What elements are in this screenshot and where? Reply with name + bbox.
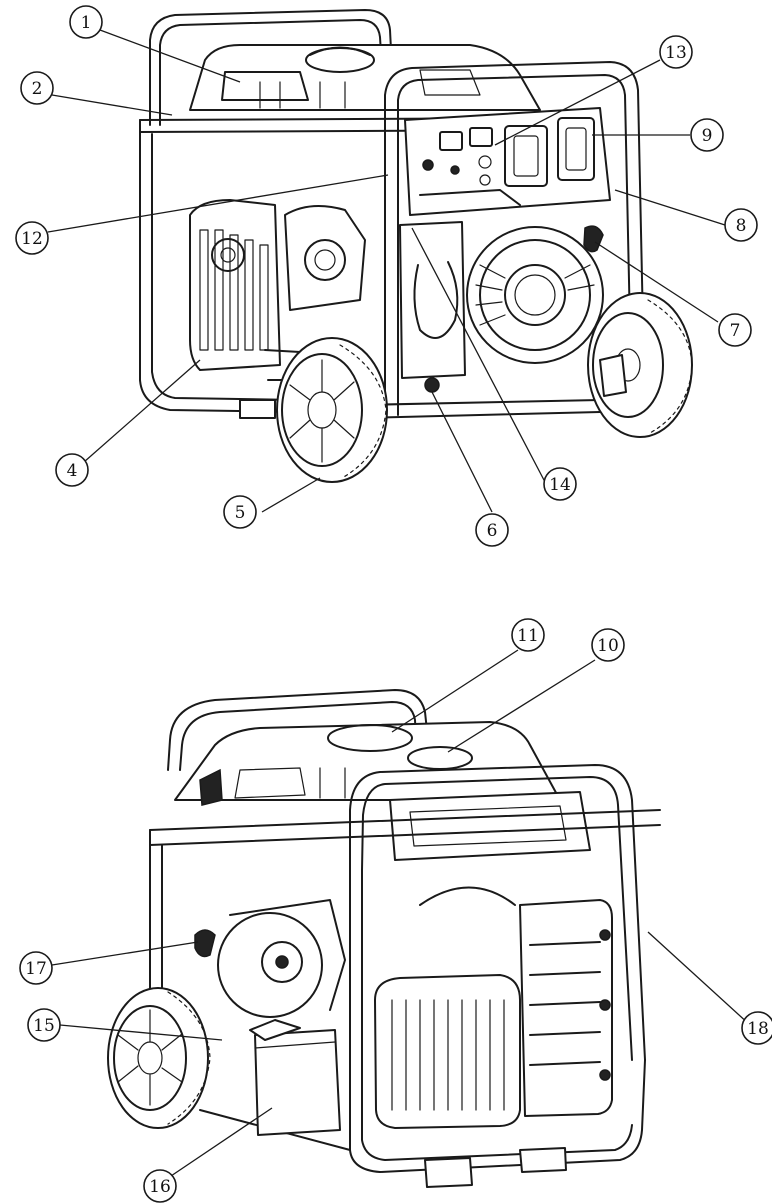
front-wheel-left [276,337,388,483]
front-wheel-right [587,292,693,438]
callout-6: 6 [475,513,509,547]
callout-4-label: 4 [67,461,78,481]
generator-rear-view [107,689,661,1188]
callout-7-label: 7 [730,321,741,341]
callout-12-label: 12 [21,229,43,249]
rear-foot-right [519,1147,567,1173]
handle-frame [384,61,646,421]
leader-lines [47,29,751,1179]
callout-6-label: 6 [487,521,498,541]
callout-7: 7 [718,313,752,347]
rear-foot [424,1157,473,1188]
callout-10: 10 [591,628,625,662]
callout-9-label: 9 [702,126,713,146]
generator-front-view [139,9,693,483]
callout-11-label: 11 [517,626,539,646]
callout-1-label: 1 [81,13,92,33]
callout-13-label: 13 [665,43,687,63]
rear-engine [217,899,346,1136]
callout-2-label: 2 [32,79,43,99]
rear-knob [194,929,216,958]
callout-18: 18 [741,1011,772,1045]
callout-15-label: 15 [33,1016,55,1036]
engine-block [189,199,366,381]
callout-5: 5 [223,495,257,529]
callout-17-label: 17 [25,959,47,979]
rear-top-cover [174,721,561,806]
callout-8: 8 [724,208,758,242]
callout-4: 4 [55,453,89,487]
callout-12: 12 [15,221,49,255]
callout-1: 1 [69,5,103,39]
callout-8-label: 8 [736,216,747,236]
control-panel [404,107,611,216]
callout-10-label: 10 [597,636,619,656]
rear-muffler [374,886,613,1129]
callout-2: 2 [20,71,54,105]
back-frame [167,689,429,771]
alternator [466,225,604,364]
callout-11: 11 [511,618,545,652]
rear-handle-frame [349,764,646,1061]
callout-14: 14 [543,467,577,501]
callout-15: 15 [27,1008,61,1042]
rear-wheel [107,987,211,1129]
fuel-area [399,221,466,393]
rear-frame [149,9,393,126]
callout-16: 16 [143,1169,177,1203]
callout-9: 9 [690,118,724,152]
callout-13: 13 [659,35,693,69]
callout-16-label: 16 [149,1177,171,1197]
foot-left [239,399,276,419]
callout-17: 17 [19,951,53,985]
callout-5-label: 5 [235,503,246,523]
top-cover [189,44,541,111]
rear-chassis [149,809,661,1173]
callout-14-label: 14 [549,475,571,495]
callout-18-label: 18 [747,1019,769,1039]
